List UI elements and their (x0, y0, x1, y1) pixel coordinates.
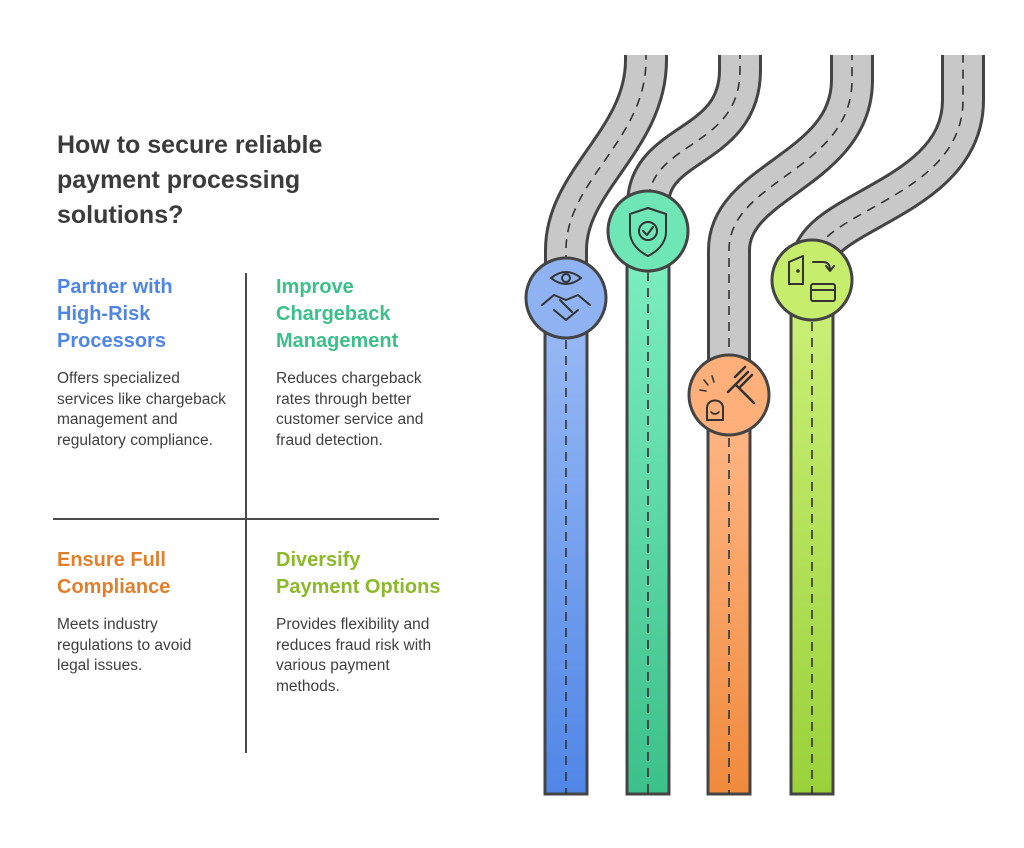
card-description: Reduces chargeback rates through better … (276, 370, 424, 449)
road-orange (706, 393, 752, 796)
page-title: How to secure reliable payment processin… (57, 131, 323, 229)
card-description: Offers specialized services like chargeb… (57, 370, 226, 449)
card-description: Provides flexibility and reduces fraud r… (276, 616, 432, 695)
road-gray-3 (707, 55, 874, 395)
card-heading: Improve Chargeback Management (276, 276, 399, 352)
card-heading: Partner with High-Risk Processors (57, 276, 173, 352)
card-diversify-payment: Diversify Payment Options Provides flexi… (276, 547, 446, 697)
vertical-divider (245, 273, 247, 753)
card-description: Meets industry regulations to avoid lega… (57, 616, 192, 674)
gavel-icon (687, 353, 771, 437)
card-high-risk-processors: Partner with High-Risk Processors Offers… (57, 274, 227, 451)
card-chargeback-management: Improve Chargeback Management Reduces ch… (276, 274, 446, 451)
shield-check-icon (606, 189, 690, 273)
road-blue (543, 294, 589, 796)
wallet-card-icon (770, 238, 854, 322)
card-full-compliance: Ensure Full Compliance Meets industry re… (57, 547, 227, 677)
card-heading: Ensure Full Compliance (57, 549, 171, 598)
card-heading: Diversify Payment Options (276, 549, 441, 598)
horizontal-divider (53, 518, 439, 520)
road-gray-1 (544, 55, 668, 296)
handshake-eye-icon (524, 256, 608, 340)
road-lime (789, 278, 835, 796)
road-green (625, 228, 671, 796)
